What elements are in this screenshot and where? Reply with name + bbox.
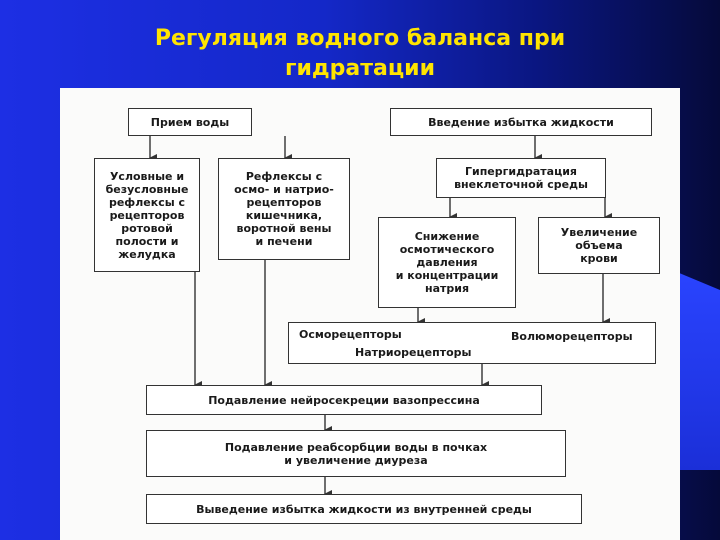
box-reflexes-osmo-natrio: Рефлексы с осмо- и натрио- рецепторов ки…	[218, 158, 350, 260]
label-natrioreceptors: Натриорецепторы	[355, 346, 472, 359]
box-osmotic-pressure-decrease: Снижение осмотического давления и концен…	[378, 217, 516, 308]
box-reflexes-oral-gastric-label: Условные и безусловные рефлексы с рецепт…	[105, 169, 189, 261]
box-excess-fluid-input: Введение избытка жидкости	[390, 108, 652, 136]
connector-lines	[149, 136, 612, 498]
label-osmoreceptors: Осморецепторы	[299, 328, 402, 341]
box-osmotic-pressure-decrease-label: Снижение осмотического давления и концен…	[395, 230, 499, 295]
box-receptors: Осморецепторы Волюморецепторы Натриореце…	[288, 322, 656, 364]
box-fluid-excretion-label: Выведение избытка жидкости из внутренней…	[196, 502, 532, 516]
box-fluid-excretion: Выведение избытка жидкости из внутренней…	[146, 494, 582, 524]
box-blood-volume-increase: Увеличение объема крови	[538, 217, 660, 274]
box-hyperhydration-label: Гипергидратация внеклеточной среды	[454, 165, 588, 191]
box-blood-volume-increase-label: Увеличение объема крови	[560, 226, 638, 265]
title-line-1: Регуляция водного баланса при	[154, 26, 566, 51]
label-volumoreceptors: Волюморецепторы	[511, 330, 633, 343]
diagram-area: Прием воды Введение избытка жидкости Усл…	[60, 88, 680, 540]
box-excess-fluid-input-label: Введение избытка жидкости	[428, 115, 614, 129]
box-reabsorption-suppression-label: Подавление реабсорбции воды в почках и у…	[224, 440, 488, 467]
title-line-2: гидратации	[284, 56, 435, 81]
box-hyperhydration: Гипергидратация внеклеточной среды	[436, 158, 606, 198]
box-vasopressin-suppression: Подавление нейросекреции вазопрессина	[146, 385, 542, 415]
box-reflexes-osmo-natrio-label: Рефлексы с осмо- и натрио- рецепторов ки…	[234, 170, 334, 248]
box-reabsorption-suppression: Подавление реабсорбции воды в почках и у…	[146, 430, 566, 477]
box-water-intake: Прием воды	[128, 108, 252, 136]
box-water-intake-label: Прием воды	[150, 115, 230, 129]
box-vasopressin-suppression-label: Подавление нейросекреции вазопрессина	[208, 393, 480, 407]
box-reflexes-oral-gastric: Условные и безусловные рефлексы с рецепт…	[94, 158, 200, 272]
slide-title: Регуляция водного баланса при гидратации	[0, 24, 720, 84]
